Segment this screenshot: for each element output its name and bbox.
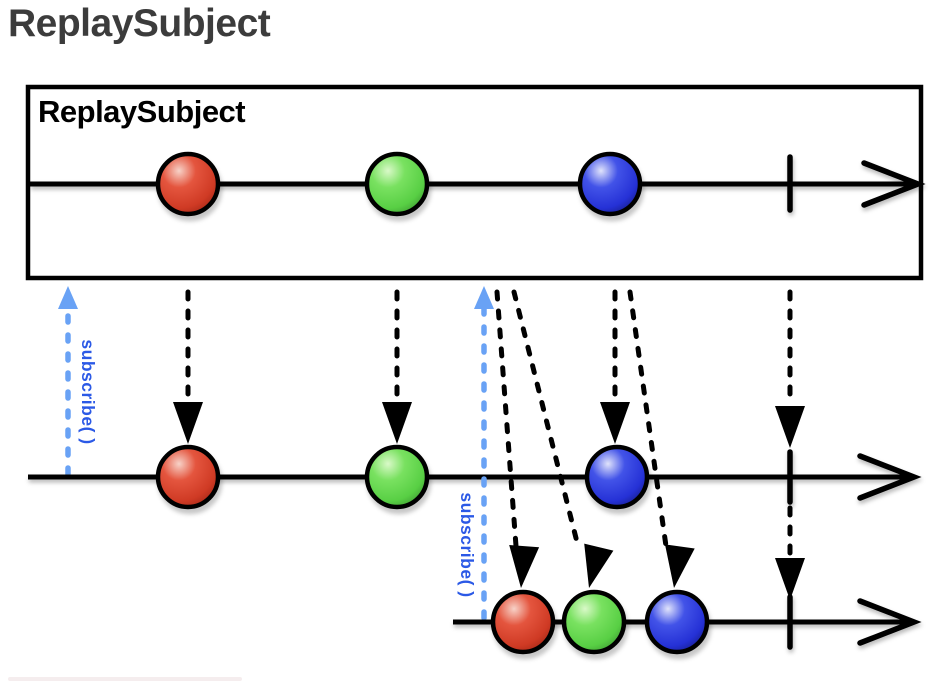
replay-subject-box-label: ReplaySubject <box>38 94 246 129</box>
replay-arrow-green-head-icon <box>584 543 614 588</box>
subscribe1-arrow <box>58 286 78 477</box>
marble-blue-subscriber2 <box>644 589 710 655</box>
replay-arrow-red-line <box>494 289 519 549</box>
page-title: ReplaySubject <box>8 2 271 45</box>
marble-green-source <box>364 151 430 217</box>
subscriber1-timeline-arrowhead-icon <box>857 453 922 501</box>
replay-arrow-blue-head-icon <box>664 544 695 588</box>
marble-green-subscriber2 <box>561 589 627 655</box>
replay-arrow-green-line <box>511 289 581 549</box>
subscribe1-label: subscribe( ) <box>78 339 98 445</box>
marble-blue-subscriber1 <box>584 444 650 510</box>
subscribe2-arrowhead-icon <box>474 286 494 309</box>
marble-red-subscriber2 <box>490 589 556 655</box>
subscribe2-arrow <box>474 286 494 621</box>
emit-arrow-green-head-icon <box>382 402 412 444</box>
replay-arrow-complete-head-icon <box>775 558 805 600</box>
emit-arrow-red-head-icon <box>173 402 203 444</box>
marble-blue-source <box>577 151 643 217</box>
emit-arrows-subscriber1 <box>173 289 805 448</box>
marble-green-subscriber1 <box>364 444 430 510</box>
subscribe2-label: subscribe( ) <box>457 492 477 598</box>
marble-red-source <box>155 151 221 217</box>
replay-arrows-subscriber2 <box>494 289 805 600</box>
marble-red-subscriber1 <box>155 444 221 510</box>
subscriber2-timeline-arrowhead-icon <box>857 598 922 646</box>
replay-arrow-blue-line <box>627 289 669 549</box>
emit-arrow-complete-head-icon <box>775 406 805 448</box>
subscribe1-arrowhead-icon <box>58 286 78 309</box>
bottom-partial-element <box>8 677 242 681</box>
emit-arrow-blue-head-icon <box>600 402 630 444</box>
source-timeline-arrowhead-icon <box>861 160 926 208</box>
replay-arrow-red-head-icon <box>509 544 540 588</box>
